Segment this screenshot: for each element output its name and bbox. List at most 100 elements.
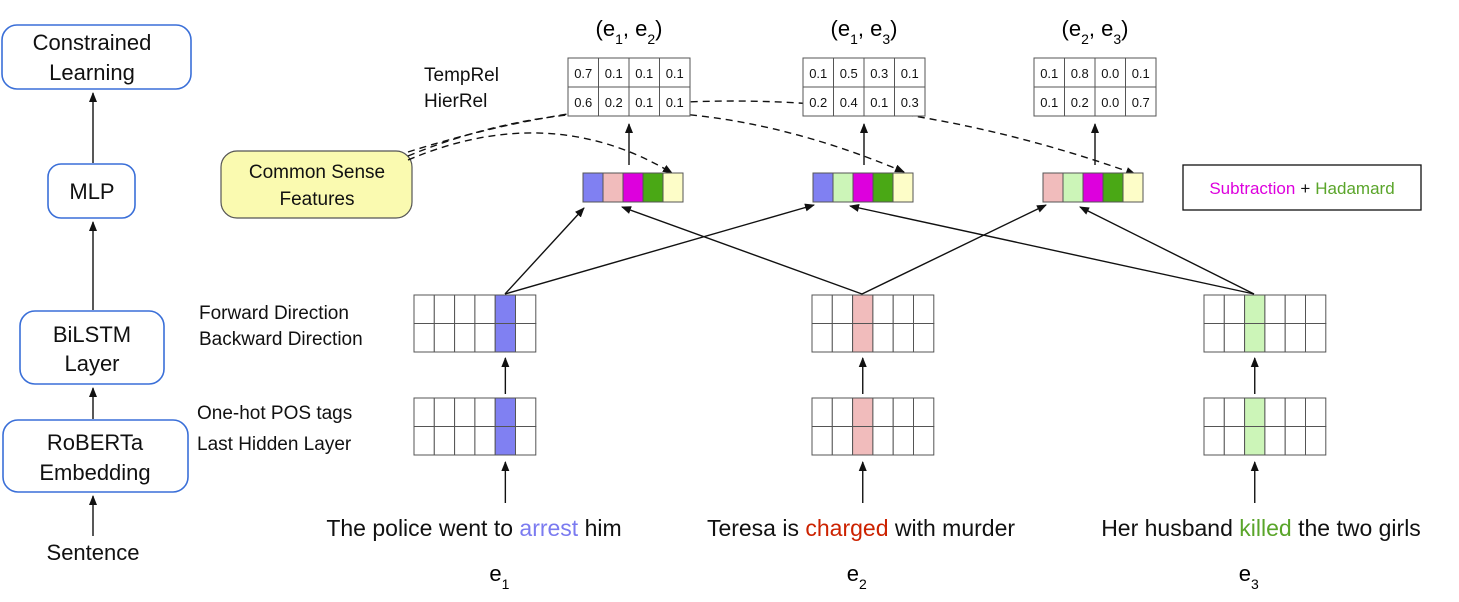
temprel-value: 0.5: [840, 66, 858, 81]
common-sense-box: [220, 150, 413, 219]
bilstm-cell: [852, 323, 874, 353]
bilstm-cell: [872, 323, 894, 353]
hierrel-cell: [567, 86, 599, 117]
bilstm-to-pair-connections: [504, 203, 1255, 295]
bilstm-cell: [831, 323, 854, 353]
temprel-value: 0.1: [1040, 66, 1058, 81]
embedding-cell: [872, 397, 894, 427]
common-sense-arrow-3: [407, 100, 1136, 175]
sentence-after: with murder: [889, 515, 1016, 541]
forward-direction-label: Forward Direction: [199, 303, 349, 324]
conn-e2-to-pair23: [861, 204, 1047, 295]
embedding-cell: [1223, 397, 1246, 427]
hierrel-value: 0.6: [574, 95, 592, 110]
legend-text: Subtraction+Hadamard: [1209, 179, 1394, 198]
hierrel-value: 0.2: [605, 95, 623, 110]
embedding-label: Embedding: [39, 460, 150, 485]
hierrel-value: 0.2: [1071, 95, 1089, 110]
temprel-cell: [833, 57, 865, 88]
embedding-cell: [1305, 426, 1327, 456]
sentence-before: Teresa is: [707, 515, 805, 541]
pair-feature-cell: [852, 172, 874, 203]
constrained-label: Constrained: [33, 30, 152, 55]
bilstm-cell: [1284, 323, 1306, 353]
hierrel-cell: [863, 86, 895, 117]
event-label: e1: [489, 561, 509, 592]
bilstm-cell: [1244, 294, 1266, 324]
bilstm-cell: [1264, 294, 1286, 324]
embedding-cell: [913, 426, 935, 456]
temprel-cell: [598, 57, 630, 88]
temprel-cell: [1094, 57, 1126, 88]
mlp-box: [47, 163, 136, 219]
roberta-label: RoBERTa: [47, 430, 144, 455]
bilstm-cell: [1244, 323, 1266, 353]
pair-title: (e1, e2): [596, 16, 663, 47]
learning-label: Learning: [49, 60, 135, 85]
bilstm-cell: [892, 323, 915, 353]
conn-e2-to-pair12: [621, 206, 863, 295]
embedding-cell: [413, 397, 435, 427]
bilstm-cell: [913, 294, 935, 324]
temprel-value: 0.1: [635, 66, 653, 81]
embedding-cell: [433, 397, 456, 427]
embedding-cell: [1203, 426, 1225, 456]
embedding-cell: [852, 426, 874, 456]
bilstm-cell: [474, 294, 496, 324]
embedding-cell: [413, 426, 435, 456]
conn-e3-to-pair13: [849, 204, 1255, 295]
hierrel-cell: [802, 86, 834, 117]
embedding-cell: [1203, 397, 1225, 427]
bilstm-box: [19, 310, 165, 385]
hierrel-cell: [1125, 86, 1157, 117]
hierrel-value: 0.1: [635, 95, 653, 110]
conn-e1-to-pair13: [504, 203, 815, 295]
bilstm-cell: [454, 294, 476, 324]
conn-e3-to-pair23: [1079, 206, 1255, 295]
sentence-label: Sentence: [47, 540, 140, 565]
temprel-value: 0.1: [1132, 66, 1150, 81]
embedding-cell: [892, 397, 915, 427]
mlp-label: MLP: [69, 179, 114, 204]
hierrel-cell: [659, 86, 691, 117]
embedding-cell: [474, 426, 496, 456]
temprel-cell: [894, 57, 926, 88]
constrained-learning-box: [1, 24, 192, 90]
embedding-cell: [1264, 426, 1286, 456]
embedding-cell: [494, 426, 517, 456]
embedding-cell: [1264, 397, 1286, 427]
embedding-cell: [913, 397, 935, 427]
event-subscript: 3: [1251, 576, 1259, 592]
event-subscript: 1: [502, 576, 510, 592]
event-subscript: 2: [859, 576, 867, 592]
embedding-cell: [433, 426, 456, 456]
temprel-value: 0.1: [901, 66, 919, 81]
pair-title: (e1, e3): [831, 16, 898, 47]
pair-subscript-b: 3: [882, 31, 890, 47]
embedding-cell: [494, 397, 517, 427]
embedding-cell: [1284, 426, 1306, 456]
pair-feature-cell: [1042, 172, 1064, 203]
sentence-after: him: [578, 515, 621, 541]
bilstm-cell: [433, 323, 456, 353]
pair-feature-cell: [602, 172, 624, 203]
pair-feature-cell: [582, 172, 604, 203]
last-hidden-layer-label: Last Hidden Layer: [197, 434, 352, 455]
temprel-value: 0.7: [574, 66, 592, 81]
bilstm-cell: [454, 323, 476, 353]
embedding-cell: [1244, 397, 1266, 427]
sentence-text: Her husband killed the two girls: [1101, 515, 1421, 541]
embedding-cell: [454, 426, 476, 456]
sentence-text: Teresa is charged with murder: [707, 515, 1015, 541]
backward-direction-label: Backward Direction: [199, 329, 363, 350]
event-label: e3: [1239, 561, 1259, 592]
pair-subscript-a: 1: [850, 31, 858, 47]
pair-feature-cell: [892, 172, 914, 203]
bilstm-cell: [494, 323, 517, 353]
temprel-value: 0.1: [605, 66, 623, 81]
bilstm-cell: [811, 294, 833, 324]
